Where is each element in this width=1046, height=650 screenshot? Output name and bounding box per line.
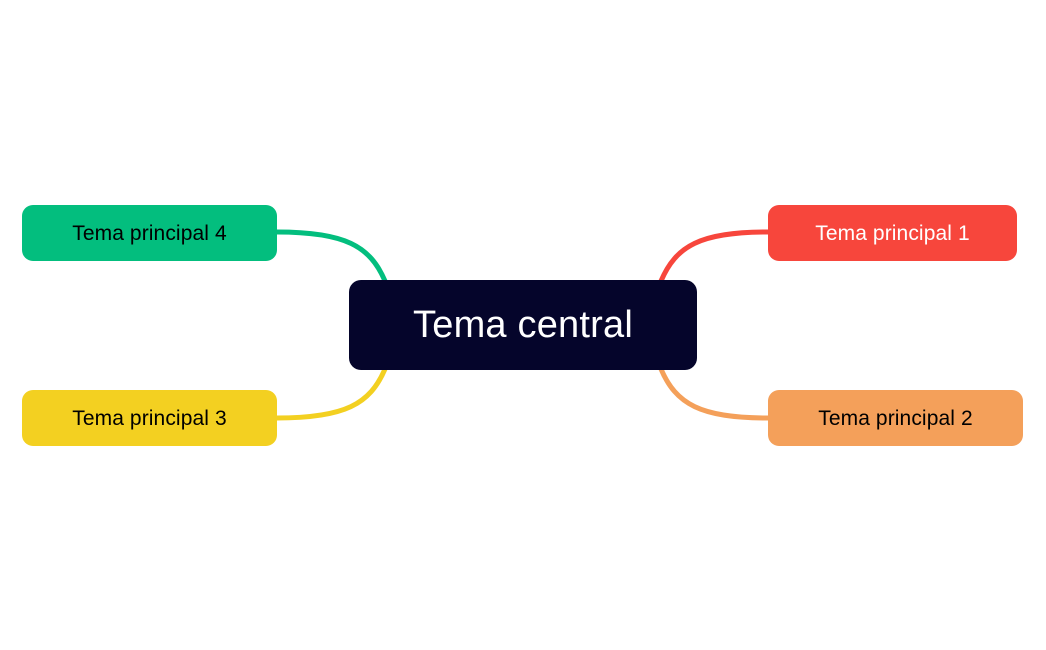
connector-central-to-topic-4	[274, 229, 388, 284]
central-node[interactable]: Tema central	[349, 280, 697, 370]
central-node-label: Tema central	[413, 304, 633, 346]
branch-node-topic-1[interactable]: Tema principal 1	[768, 205, 1017, 261]
branch-node-topic-3-label: Tema principal 3	[72, 406, 227, 430]
branch-node-topic-4-label: Tema principal 4	[72, 221, 227, 245]
connector-central-to-topic-2	[658, 366, 771, 421]
branch-node-topic-4[interactable]: Tema principal 4	[22, 205, 277, 261]
branch-node-topic-3[interactable]: Tema principal 3	[22, 390, 277, 446]
connector-central-to-topic-3	[274, 366, 388, 421]
branch-node-topic-1-label: Tema principal 1	[815, 221, 970, 245]
connector-central-to-topic-1	[658, 229, 771, 284]
branch-node-topic-2[interactable]: Tema principal 2	[768, 390, 1023, 446]
branch-node-topic-2-label: Tema principal 2	[818, 406, 973, 430]
